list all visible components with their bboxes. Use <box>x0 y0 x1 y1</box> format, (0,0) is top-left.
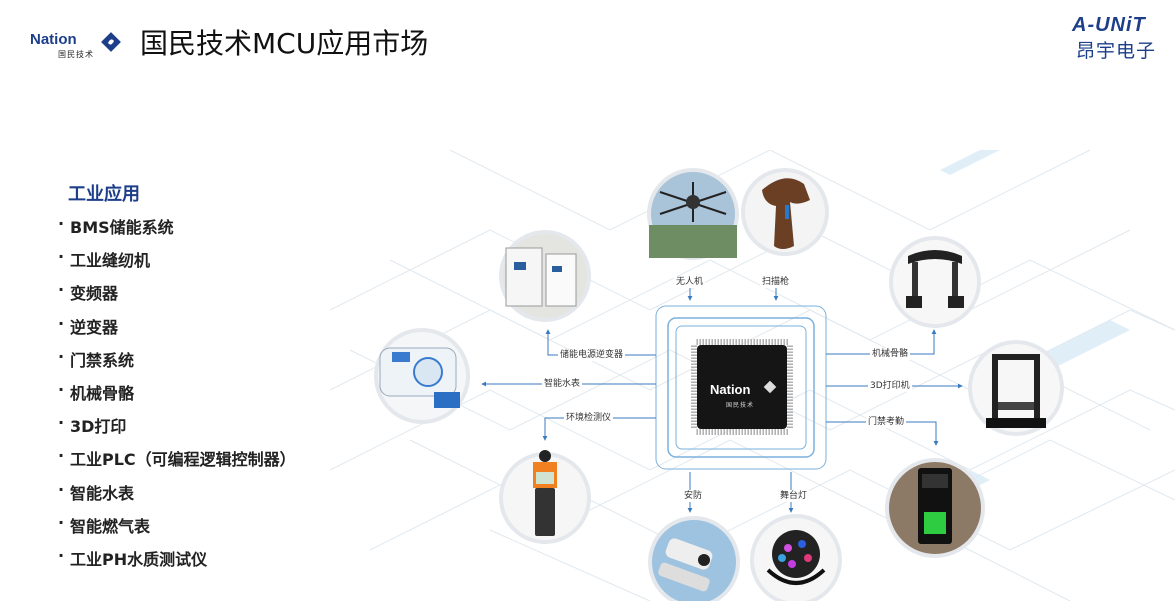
label-scanner: 扫描枪 <box>760 276 792 288</box>
env-meter-photo <box>499 450 591 544</box>
mcu-chip <box>691 339 793 435</box>
label-3d-printer: 3D打印机 <box>868 380 912 392</box>
chip-brand-cn: 国民技术 <box>726 402 755 409</box>
list-item: · BMS储能系统 <box>58 214 174 237</box>
water-meter-photo <box>374 328 470 424</box>
aunit-logo-cn: 昂宇电子 <box>1076 40 1157 62</box>
nation-logo: Nation 国民技术 <box>30 27 122 67</box>
chip-frames <box>655 305 827 470</box>
3d-printer-photo <box>968 340 1064 436</box>
label-stage-light: 舞台灯 <box>778 490 810 502</box>
label-inverter-storage: 储能电源逆变器 <box>558 349 626 361</box>
mcu-application-diagram: Nation 国民技术 无人机 扫描枪 储能电源逆变器 智能水表 环境检测仪 机… <box>330 150 1175 601</box>
label-security: 安防 <box>682 490 705 502</box>
storage-inverter-photo <box>499 230 591 322</box>
list-item: ·工业缝纫机 <box>58 247 151 271</box>
list-item: ·门禁系统 <box>58 346 135 370</box>
stage-light-photo <box>750 514 842 601</box>
aunit-logo: A-UNiT 昂宇电子 <box>1070 14 1170 64</box>
application-list: · BMS储能系统 ·工业缝纫机 ·变频器 ·逆变器 ·门禁系统 ·机械骨骼 ·… <box>58 214 296 579</box>
list-item: · 3D打印 <box>58 413 127 437</box>
list-item: ·机械骨骼 <box>58 379 135 403</box>
label-env-meter: 环境检测仪 <box>564 412 614 424</box>
list-item: ·智能燃气表 <box>58 512 151 536</box>
nation-logo-wordmark: Nation <box>30 31 77 48</box>
page-title: 国民技术MCU应用市场 <box>140 27 429 60</box>
diagram-graphics <box>330 150 1175 601</box>
list-item: ·变频器 <box>58 280 119 304</box>
aunit-logo-en: A-UNiT <box>1072 14 1146 36</box>
label-door-access: 门禁考勤 <box>866 416 907 428</box>
list-item: ·智能水表 <box>58 479 135 503</box>
nation-diamond-icon <box>101 32 121 52</box>
chip-brand: Nation <box>710 382 751 397</box>
security-camera-photo <box>648 516 740 601</box>
door-access-photo <box>885 458 985 558</box>
list-item: ·逆变器 <box>58 313 119 337</box>
scanner-photo <box>741 168 829 256</box>
chip-logo-icon <box>763 380 777 394</box>
label-exoskeleton: 机械骨骼 <box>870 348 911 360</box>
nation-logo-cn: 国民技术 <box>58 50 94 59</box>
list-item: ·工业PLC（可编程逻辑控制器） <box>58 446 296 470</box>
drone-photo <box>647 168 739 260</box>
label-water-meter: 智能水表 <box>542 378 583 390</box>
exoskeleton-photo <box>889 236 981 328</box>
section-title: 工业应用 <box>68 184 140 205</box>
label-drone: 无人机 <box>674 276 706 288</box>
list-item: ·工业PH水质测试仪 <box>58 545 208 569</box>
